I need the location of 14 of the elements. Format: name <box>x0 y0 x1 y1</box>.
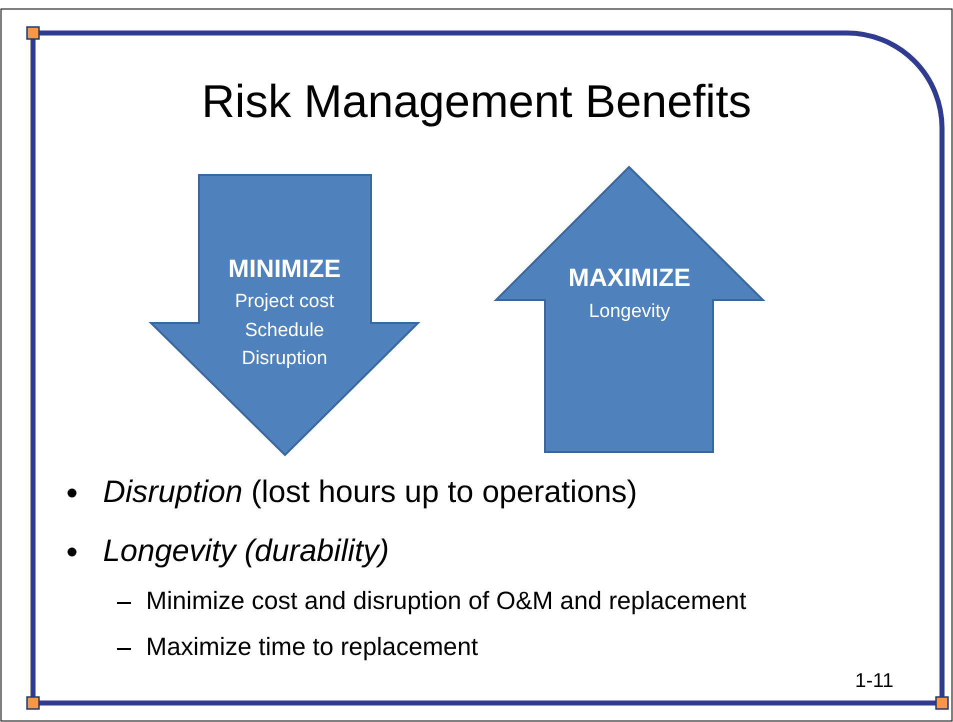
up-arrow <box>496 167 763 453</box>
down-arrow <box>151 175 418 456</box>
bullet-text: Disruption (lost hours up to operations) <box>103 474 638 510</box>
arrow-text: Disruption <box>240 348 328 370</box>
arrow-heading: MINIMIZE <box>227 255 342 284</box>
slide-number: 1-11 <box>855 670 894 693</box>
arrow-heading: MAXIMIZE <box>567 264 692 293</box>
arrow-text: Project cost <box>234 291 336 313</box>
arrow-text: Longevity <box>588 301 672 323</box>
sub-bullet-text: Minimize cost and disruption of O&M and replacement <box>146 587 746 616</box>
arrow-text: Schedule <box>244 320 326 342</box>
bullet-text: Longevity (durability) <box>103 533 390 569</box>
sub-bullet-text: Maximize time to replacement <box>146 633 478 662</box>
slide-title: Risk Management Benefits <box>200 74 752 128</box>
